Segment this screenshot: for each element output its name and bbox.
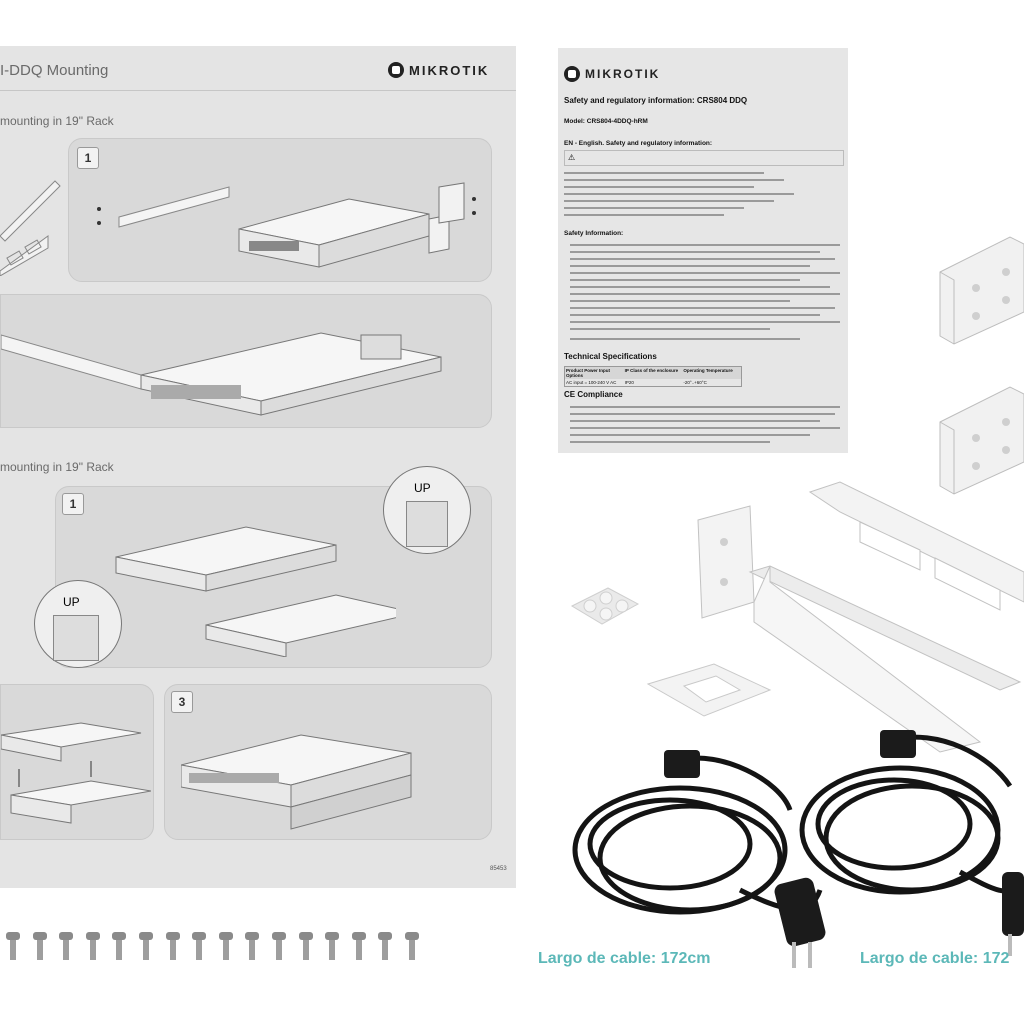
switch-illustration (97, 182, 476, 268)
screw-icon (192, 932, 207, 960)
step-panel-3: 1 (55, 486, 492, 668)
table-header-cell: IP Class of the enclosure (624, 368, 679, 373)
two-switch-illustration (115, 526, 396, 657)
table-row: AC input = 100-240 V AC IP20 -20°..+60°C (565, 379, 741, 386)
screw-icon (138, 932, 153, 960)
table-cell: AC input = 100-240 V AC (566, 380, 617, 385)
warning-icon: ⚠ (568, 153, 576, 162)
screw-icon (271, 932, 286, 960)
rail-bracket-icon (697, 481, 1024, 753)
manual-title: I-DDQ Mounting (0, 62, 109, 79)
up-label: UP (63, 595, 80, 609)
table-header-cell: Operating Temperature (683, 368, 733, 373)
doc-brand-text: MIKROTIK (585, 67, 661, 81)
screw-icon (112, 932, 127, 960)
screw-icon (351, 932, 366, 960)
doc-lang-heading: EN - English. Safety and regulatory info… (564, 140, 713, 147)
bracket-detail (406, 501, 448, 547)
screw-icon (85, 932, 100, 960)
mounting-manual-sheet: I-DDQ Mounting MIKROTIK mounting in 19" … (0, 46, 516, 888)
up-callout-left: UP (34, 580, 122, 668)
section-b-heading: mounting in 19" Rack (0, 460, 114, 474)
up-label: UP (414, 481, 431, 495)
cable-length-caption-left: Largo de cable: 172cm (538, 950, 711, 967)
mikrotik-logo-icon (388, 62, 404, 78)
screw-icon (325, 932, 340, 960)
mikrotik-logo-icon (564, 66, 580, 82)
screw-icon (59, 932, 74, 960)
manual-brand-text: MIKROTIK (409, 62, 490, 78)
section-a-heading: mounting in 19" Rack (0, 114, 114, 128)
divider (0, 90, 516, 91)
screw-icon (298, 932, 313, 960)
bracket-sketch (0, 180, 61, 276)
doc-safety-heading: Safety Information: (564, 230, 624, 237)
step-panel-2 (0, 294, 492, 428)
screw-icon (165, 932, 180, 960)
step-number: 1 (62, 493, 84, 515)
spec-table-header: Product Power Input Options IP Class of … (565, 367, 741, 379)
stacking-illustration (1, 722, 151, 824)
table-cell: -20°..+60°C (683, 380, 707, 385)
rack-bracket-icon (939, 386, 1024, 495)
step-panel-5: 3 (164, 684, 492, 840)
final-mount-illustration (181, 734, 412, 830)
manual-brand: MIKROTIK (388, 62, 489, 78)
screw-icon (245, 932, 260, 960)
step-number: 1 (77, 147, 99, 169)
screw-icon (378, 932, 393, 960)
screw-icon (404, 932, 419, 960)
screw-row (6, 932, 419, 962)
power-cable-icon (572, 750, 826, 968)
doc-tech-heading: Technical Specifications (564, 352, 657, 361)
cable-length-caption-right: Largo de cable: 172 (860, 950, 1010, 967)
table-header-cell: Product Power Input Options (566, 368, 611, 378)
step-panel-1: 1 (68, 138, 492, 282)
doc-model: Model: CRS804-4DDQ-hRM (564, 118, 648, 125)
manual-code: 85453 (490, 866, 507, 872)
mounted-switch-illustration (1, 332, 442, 416)
table-cell: IP20 (624, 380, 634, 385)
rubber-feet-icon (570, 587, 640, 625)
screw-icon (32, 932, 47, 960)
rack-bracket-icon (939, 236, 1024, 345)
bracket-detail (53, 615, 99, 661)
warning-box: ⚠ (564, 150, 844, 166)
doc-brand: MIKROTIK (564, 66, 660, 82)
screw-icon (218, 932, 233, 960)
screw-icon (6, 932, 20, 960)
up-callout-right: UP (383, 466, 471, 554)
doc-title: Safety and regulatory information: CRS80… (564, 96, 748, 105)
doc-ce-heading: CE Compliance (564, 390, 623, 399)
safety-document: MIKROTIK Safety and regulatory informati… (558, 48, 848, 453)
power-cable-icon (799, 730, 1024, 956)
step-number: 3 (171, 691, 193, 713)
spec-table: Product Power Input Options IP Class of … (564, 366, 742, 387)
mounting-plate-icon (646, 663, 772, 717)
step-panel-4 (0, 684, 154, 840)
